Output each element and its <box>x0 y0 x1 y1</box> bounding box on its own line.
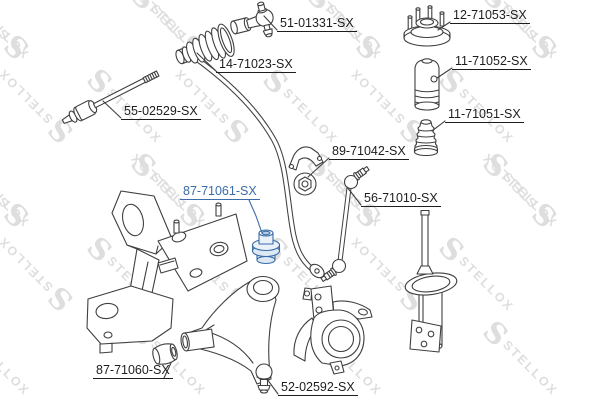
part-label-89-71042-sx[interactable]: 89-71042-SX <box>329 144 409 160</box>
part-label-52-02592-sx[interactable]: 52-02592-SX <box>278 380 358 396</box>
part-label-55-02529-sx[interactable]: 55-02529-SX <box>121 104 201 120</box>
stabilizer-bar-drawing <box>194 57 327 280</box>
strut-mount-drawing <box>404 6 450 46</box>
part-label-51-01331-sx[interactable]: 51-01331-SX <box>277 16 357 32</box>
steering-knuckle-drawing <box>294 286 372 374</box>
steering-rack-boot-drawing <box>171 22 238 74</box>
highlight-leader-line <box>249 200 262 233</box>
part-label-56-71010-sx[interactable]: 56-71010-SX <box>361 191 441 207</box>
part-label-87-71061-sx-highlighted[interactable]: 87-71061-SX <box>180 184 260 200</box>
control-arm-drawing <box>180 277 279 394</box>
part-label-11-71052-sx[interactable]: 11-71052-SX <box>452 54 531 70</box>
leader-lines <box>103 16 452 394</box>
control-arm-front-bushing-drawing <box>151 342 179 367</box>
part-label-87-71060-sx[interactable]: 87-71060-SX <box>93 363 173 379</box>
part-label-14-71023-sx[interactable]: 14-71023-SX <box>216 57 296 73</box>
inner-tie-rod-drawing <box>60 67 161 128</box>
strut-drawing <box>404 211 458 353</box>
shock-boot-drawing <box>415 59 439 110</box>
stabilizer-link-drawing <box>320 165 371 283</box>
subframe-drawing <box>87 191 247 353</box>
bump-stop-drawing <box>415 120 438 156</box>
stabilizer-bushing-bracket-drawing <box>289 147 323 195</box>
part-label-11-71051-sx[interactable]: 11-71051-SX <box>445 107 524 123</box>
part-label-12-71053-sx[interactable]: 12-71053-SX <box>450 8 530 24</box>
control-arm-rear-bushing-drawing-highlighted <box>253 230 280 264</box>
